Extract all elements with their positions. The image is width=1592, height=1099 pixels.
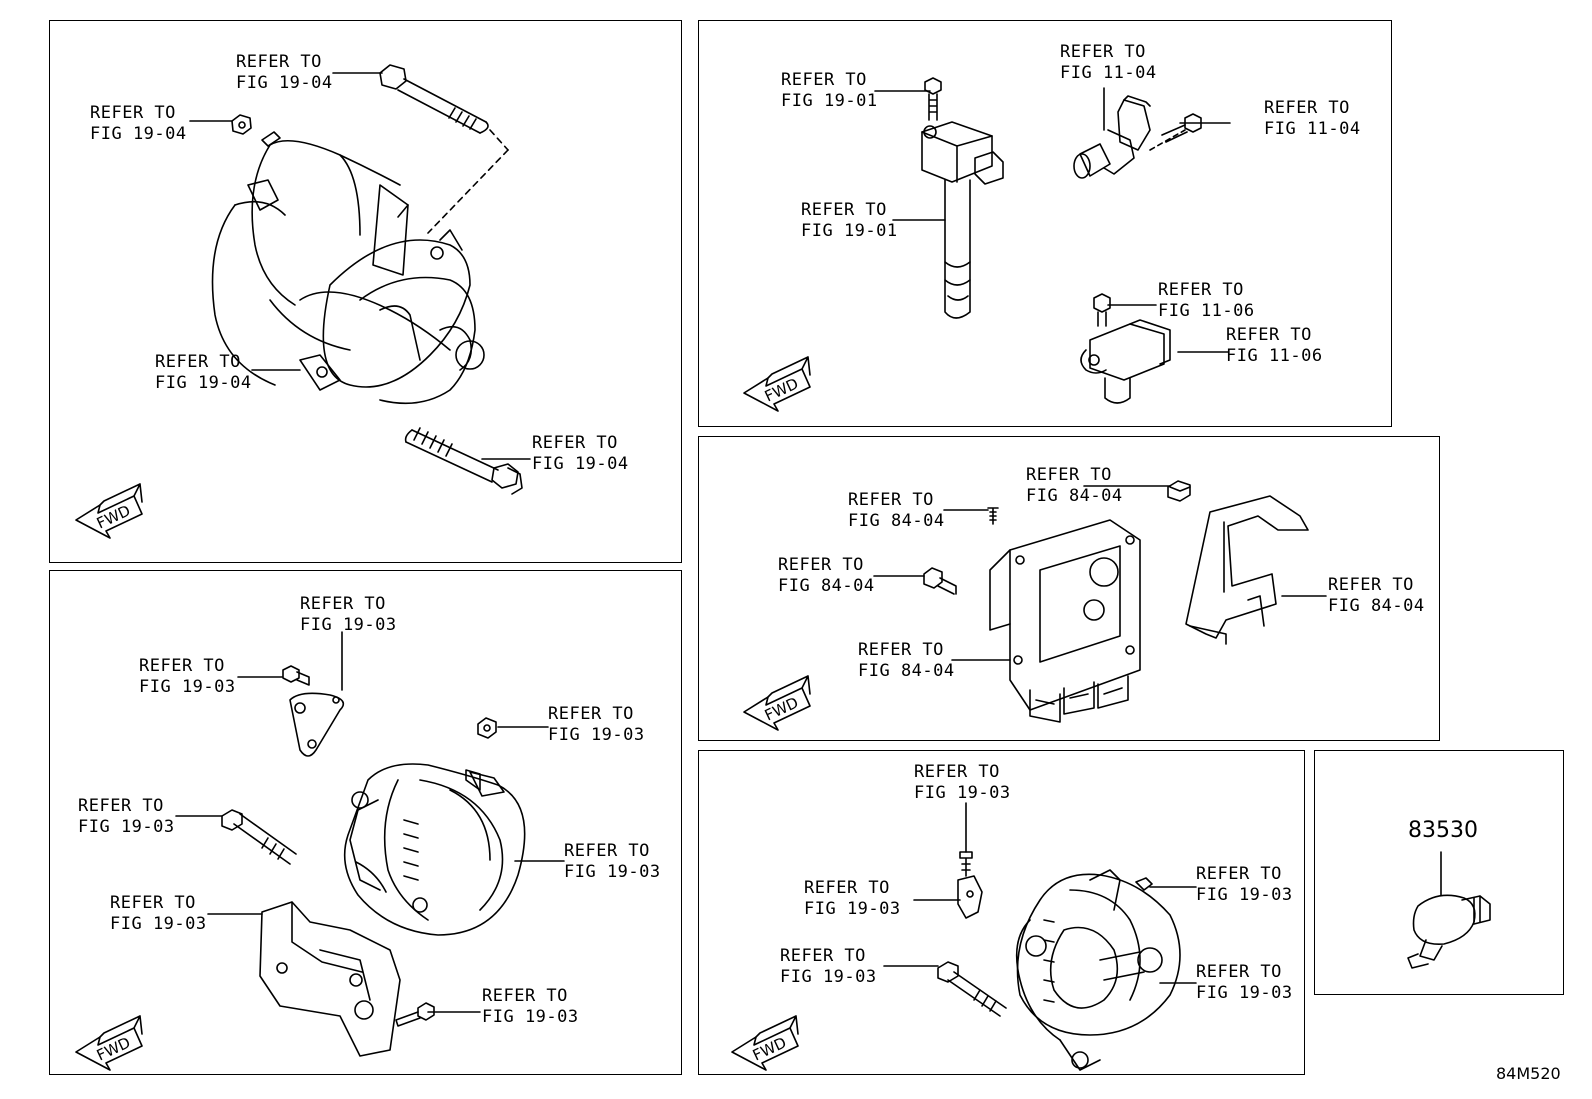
panel-alternator-upper xyxy=(49,570,682,1075)
ignition-coil xyxy=(875,78,1003,318)
diagram-code: 84M520 xyxy=(1496,1064,1561,1083)
fwd-arrow-ignition xyxy=(744,357,810,411)
alternator-lower xyxy=(884,803,1196,1070)
fwd-arrow-ecu xyxy=(744,676,810,730)
panel-ecu xyxy=(698,436,1440,741)
fwd-arrow-alternator-upper xyxy=(76,1016,142,1070)
panel-switch xyxy=(1314,750,1564,995)
alternator-upper xyxy=(176,632,564,1056)
ecu xyxy=(874,481,1326,722)
panel-starter xyxy=(49,20,682,563)
pressure-switch xyxy=(1408,852,1490,968)
fwd-arrow-alternator-lower xyxy=(732,1016,798,1070)
fwd-arrow-starter xyxy=(76,484,142,538)
panel-ignition xyxy=(698,20,1392,427)
crank-sensor xyxy=(1074,88,1230,178)
starter-motor xyxy=(190,65,530,494)
part-number-83530: 83530 xyxy=(1408,818,1478,843)
panel-alternator-lower xyxy=(698,750,1305,1075)
cam-sensor xyxy=(1081,294,1228,403)
